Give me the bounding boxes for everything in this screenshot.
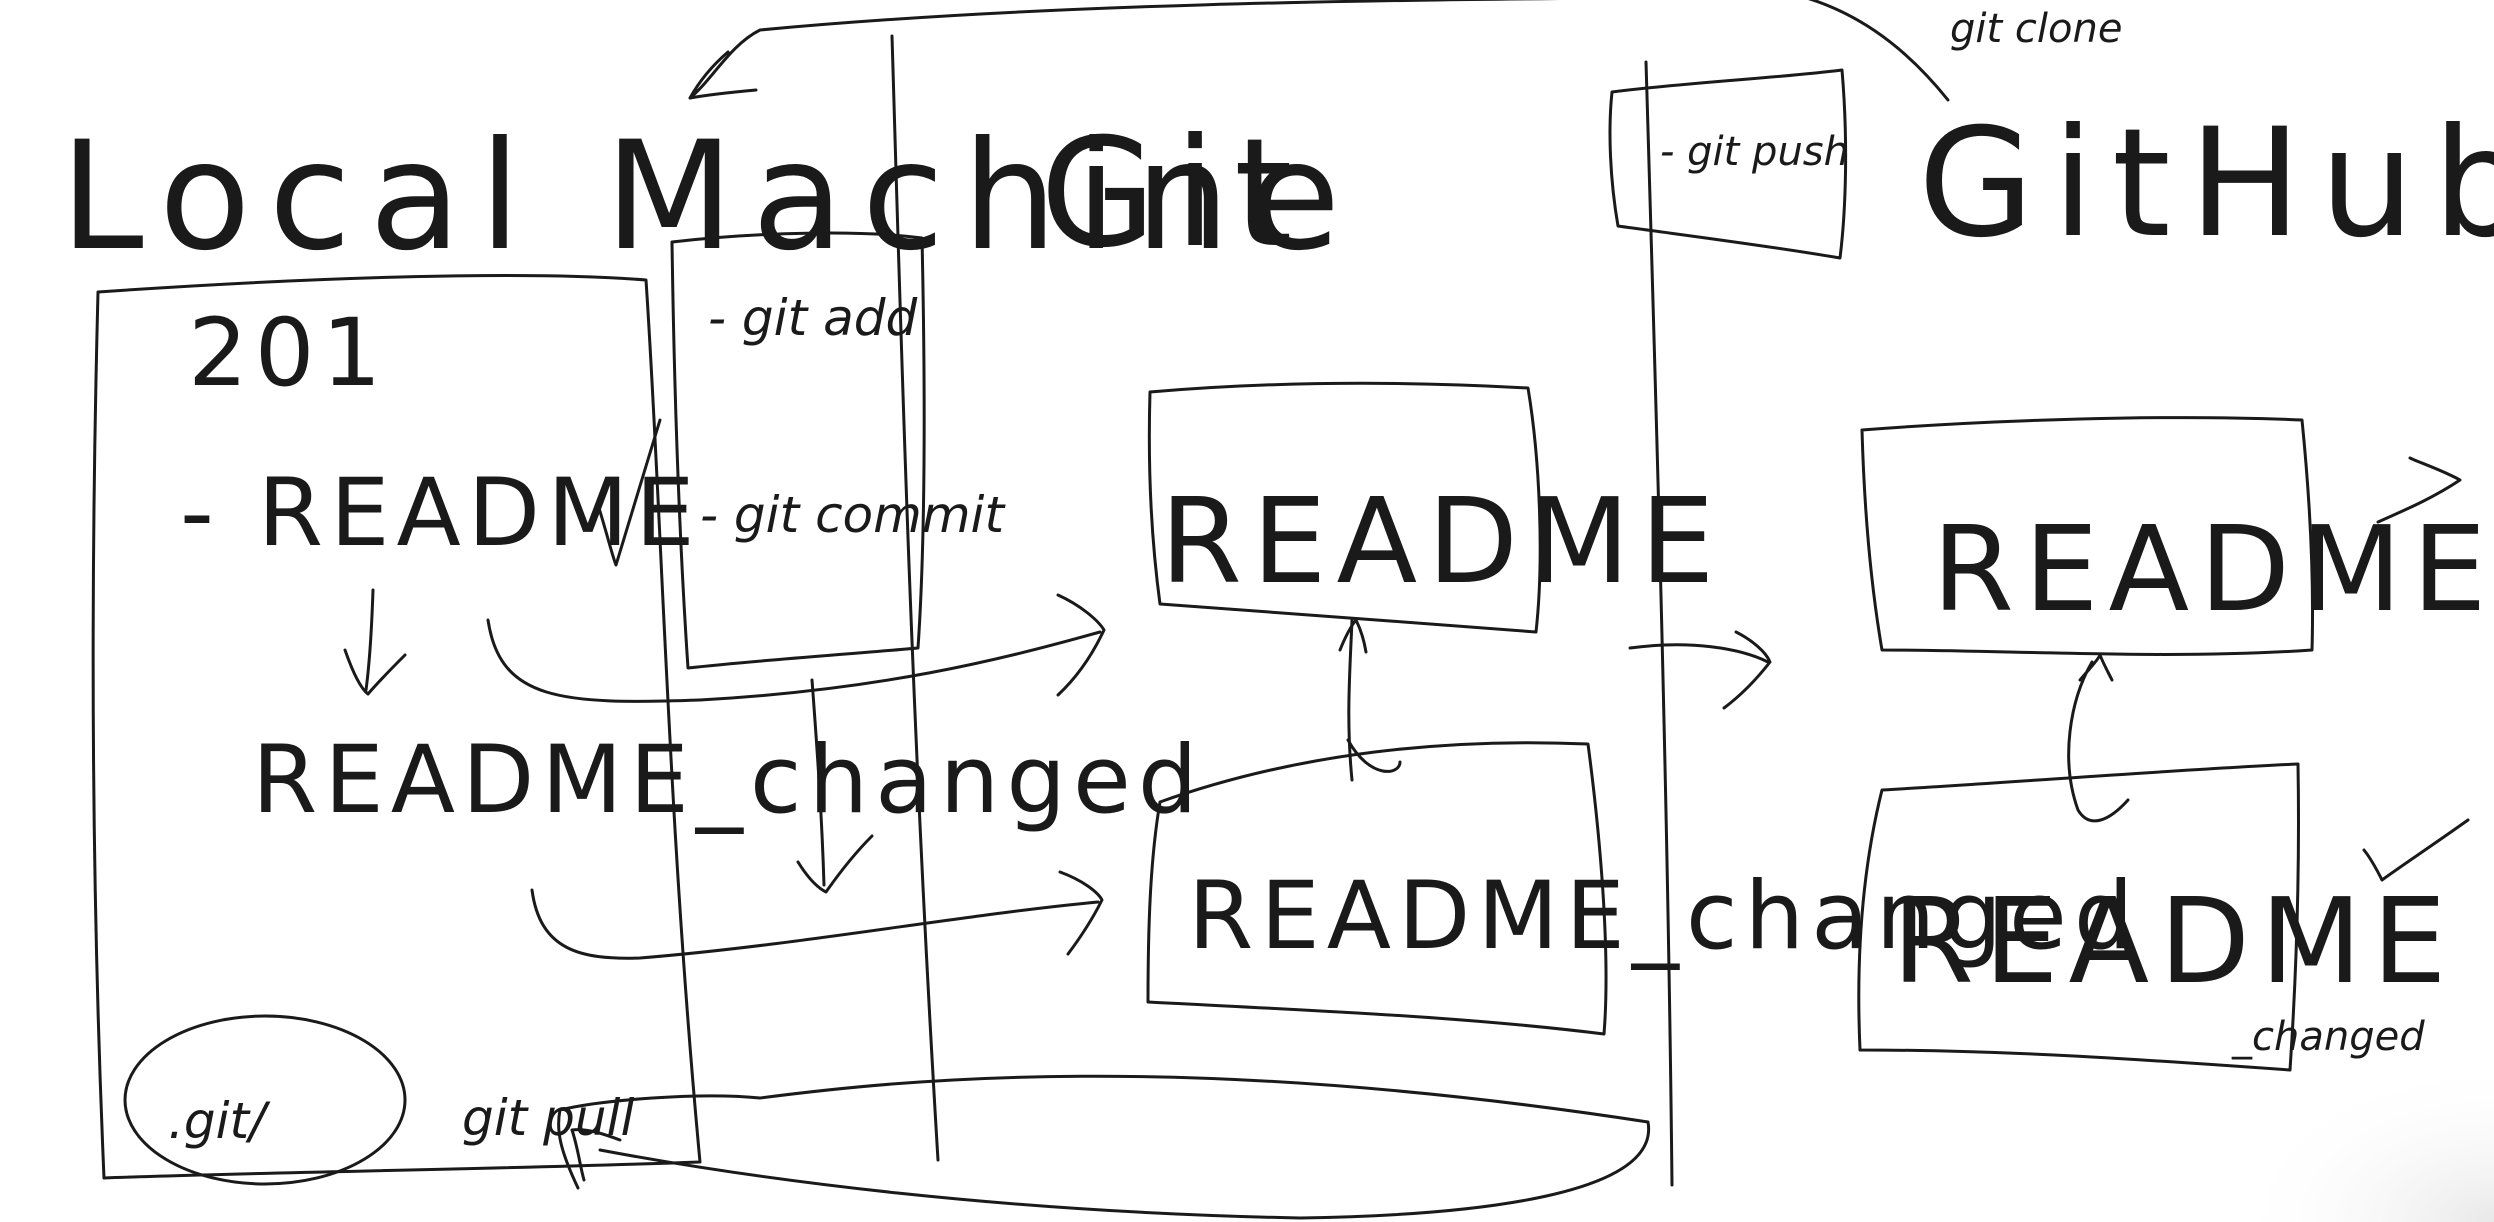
local-readme-changed: README_changed	[252, 726, 1205, 835]
arrow-changed-to-git	[530, 870, 1104, 960]
arrow-readme-to-changed	[343, 588, 407, 696]
git-readme: README	[1160, 472, 1725, 610]
git-add-command: - git add	[708, 289, 917, 347]
git-readme-changed-box	[1146, 741, 1608, 1036]
local-git-dir: .git/	[168, 1092, 271, 1150]
github-readme: README	[1932, 500, 2494, 638]
title-local-machine: Local Machine	[60, 110, 1358, 284]
title-git: Git	[1040, 107, 1311, 281]
corner-shading	[2200, 1040, 2494, 1222]
local-folder-box	[91, 274, 702, 1180]
local-readme: - README	[180, 459, 702, 568]
divider-git-github	[1644, 60, 1674, 1187]
arrow-readme-to-git	[486, 593, 1106, 703]
divider-local-git	[890, 34, 940, 1162]
arrow-pull-loop	[557, 1074, 1651, 1220]
git-readme-changed: README_changed	[1188, 862, 2141, 971]
github-readme-changed: README	[1892, 872, 2457, 1010]
git-commit-command: - git commit	[700, 486, 1006, 544]
git-push-command: - git push	[1660, 129, 1849, 175]
add-commit-box	[670, 231, 926, 670]
pull-command-label: git pull	[462, 1089, 634, 1147]
git-readme-box	[1147, 381, 1542, 634]
github-readme-changed-box	[1857, 762, 2301, 1072]
push-box	[1608, 68, 1848, 260]
check-github-changed	[2362, 818, 2470, 882]
title-github: GitHub	[1918, 97, 2494, 271]
check-local-readme	[596, 418, 662, 567]
github-changed-suffix: _changed	[2231, 1014, 2425, 1060]
github-version-link	[2067, 653, 2130, 823]
arrow-clone-loop	[688, 0, 1950, 102]
arrow-commit-down	[796, 678, 874, 894]
local-folder-name: 201	[188, 299, 388, 408]
check-github-readme	[2376, 456, 2462, 524]
git-version-link	[1338, 618, 1402, 782]
arrow-git-to-github	[1628, 630, 1772, 710]
github-readme-box	[1860, 416, 2315, 656]
git-clone-command: git clone	[1950, 6, 2122, 52]
git-dir-circle	[123, 1014, 407, 1186]
